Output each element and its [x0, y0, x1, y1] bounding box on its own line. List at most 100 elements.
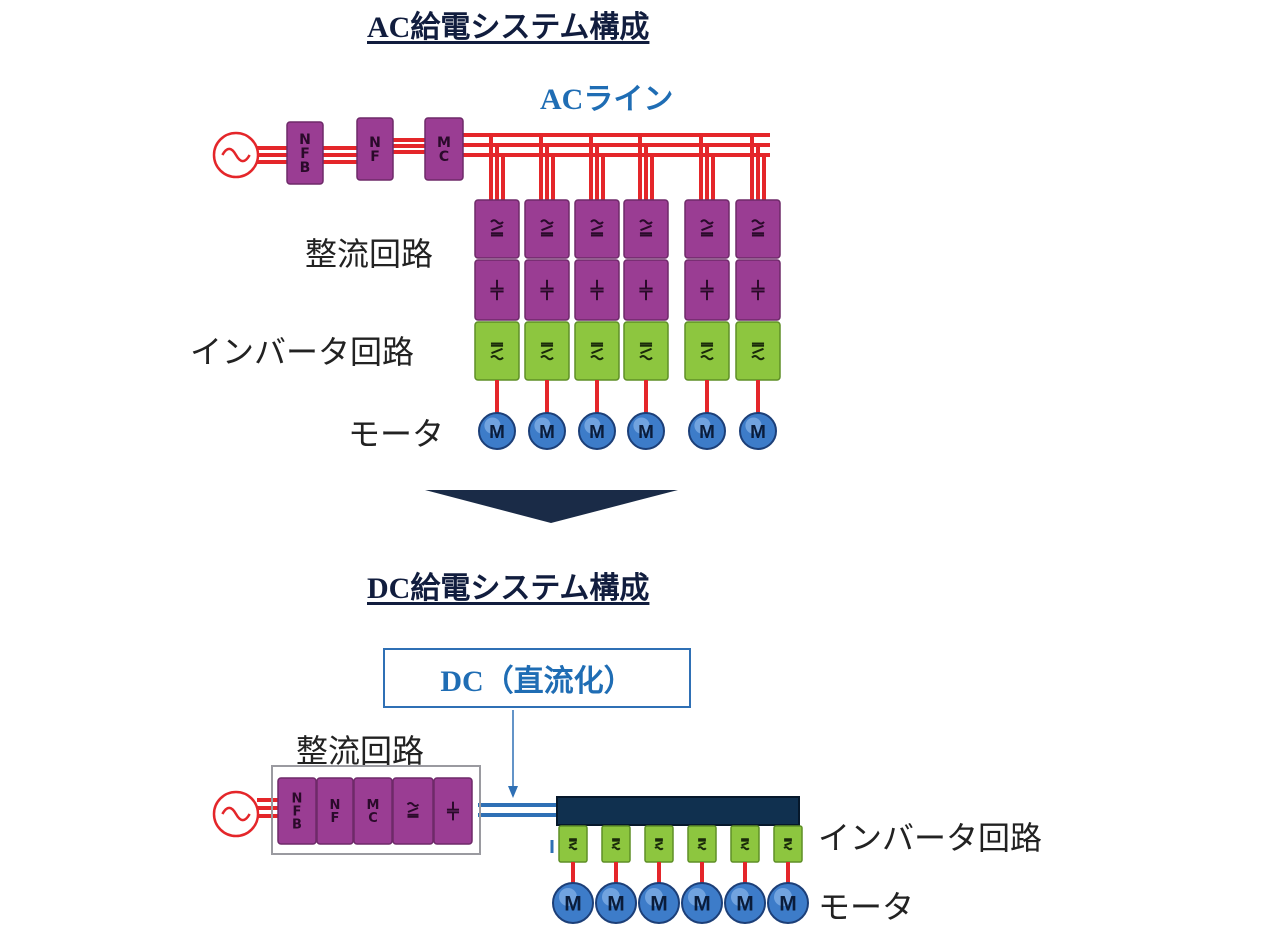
conversion-slash-icon — [655, 841, 663, 847]
dc-motor-6: M — [767, 882, 809, 924]
ac-wave-icon — [540, 354, 554, 361]
dc-motor-5: M — [724, 882, 766, 924]
ac-power-source-icon — [212, 131, 260, 179]
dc-unit-2 — [601, 825, 631, 885]
dc-bus-bar — [556, 796, 800, 826]
conversion-slash-icon — [752, 347, 764, 355]
conversion-slash-icon — [640, 224, 652, 232]
dc-rectifier-module — [392, 777, 434, 845]
ac-wave-icon — [590, 354, 604, 361]
ac-nfb-module-box — [286, 121, 324, 185]
motor-highlight — [484, 417, 501, 434]
module-letter: C — [439, 149, 449, 165]
ac-nf-module: NF — [356, 117, 394, 181]
motor-symbol: M — [693, 893, 711, 916]
ac-wave-icon — [740, 846, 750, 851]
conversion-slash-icon — [701, 224, 713, 232]
ac-line-label: ACライン — [540, 83, 674, 116]
callout-arrowhead-icon — [508, 786, 518, 798]
dc-rectifier-enclosure — [271, 765, 481, 855]
capacitor-box — [524, 259, 570, 321]
ac-nf-module-box — [356, 117, 394, 181]
ac-unit-3 — [574, 199, 620, 413]
ac-rectifier-label: 整流回路 — [305, 235, 434, 273]
module-letter: B — [292, 818, 302, 833]
ac-motor-2: M — [528, 412, 566, 450]
conversion-slash-icon — [569, 841, 577, 847]
motor-highlight — [633, 417, 650, 434]
ac-nfb-module: NFB — [286, 121, 324, 185]
motor-highlight — [645, 888, 663, 906]
module-letter: F — [300, 146, 310, 162]
ac-wave-icon — [639, 219, 653, 225]
dc-unit-4 — [687, 825, 717, 885]
ac-wave-icon — [654, 846, 664, 851]
dc-callout-text: DC（直流化） — [440, 665, 634, 698]
ac-unit-4 — [623, 199, 669, 413]
dc-module-mc-box — [353, 777, 393, 845]
transition-arrow-icon — [425, 490, 678, 523]
ac-wave-icon — [751, 219, 765, 225]
motor-symbol: M — [638, 422, 654, 443]
ac-wave-icon — [700, 219, 714, 225]
module-letter: F — [331, 811, 340, 826]
dc-unit-6 — [773, 825, 803, 885]
capacitor-box — [684, 259, 730, 321]
ac-wave-icon — [639, 354, 653, 361]
module-letter: M — [437, 135, 451, 151]
ac-wave-icon — [700, 354, 714, 361]
module-letter: N — [299, 132, 311, 148]
dc-rectifier-label: 整流回路 — [296, 732, 425, 770]
module-letter: N — [292, 792, 303, 807]
dc-motor-1: M — [552, 882, 594, 924]
ac-wave-icon — [590, 219, 604, 225]
sine-wave-icon — [221, 806, 251, 822]
conversion-slash-icon — [541, 224, 553, 232]
dc-callout-box: DC（直流化） — [383, 648, 691, 708]
conversion-slash-icon — [591, 224, 603, 232]
ac-motor-3: M — [578, 412, 616, 450]
ac-mc-module-box — [424, 117, 464, 181]
motor-symbol: M — [736, 893, 754, 916]
ac-unit-6 — [735, 199, 781, 413]
ac-wave-icon — [540, 219, 554, 225]
dc-motor-4: M — [681, 882, 723, 924]
motor-symbol: M — [699, 422, 715, 443]
capacitor-box — [623, 259, 669, 321]
ac-inverter-label: インバータ回路 — [190, 333, 415, 371]
motor-highlight — [559, 888, 577, 906]
motor-symbol: M — [607, 893, 625, 916]
ac-unit-5 — [684, 199, 730, 413]
dc-module-nf-box — [316, 777, 354, 845]
module-letter: C — [368, 811, 378, 826]
ac-wave-icon — [406, 802, 420, 807]
dc-motor-label: モータ — [818, 888, 915, 926]
conversion-slash-icon — [612, 841, 620, 847]
ac-wave-icon — [783, 846, 793, 851]
ac-motor-4: M — [627, 412, 665, 450]
motor-highlight — [731, 888, 749, 906]
motor-symbol: M — [489, 422, 505, 443]
dc-unit-5 — [730, 825, 760, 885]
dc-inverter-label: インバータ回路 — [818, 819, 1043, 857]
dc-rectifier-block — [392, 777, 473, 845]
ac-motor-6: M — [739, 412, 777, 450]
motor-symbol: M — [564, 893, 582, 916]
ac-wave-icon — [697, 846, 707, 851]
conversion-slash-icon — [698, 841, 706, 847]
module-letter: F — [370, 149, 380, 165]
conversion-slash-icon — [541, 347, 553, 355]
ac-wave-icon — [611, 846, 621, 851]
ac-motor-5: M — [688, 412, 726, 450]
motor-symbol: M — [650, 893, 668, 916]
motor-highlight — [584, 417, 601, 434]
ac-wave-icon — [490, 219, 504, 225]
ac-unit-1 — [474, 199, 520, 413]
motor-symbol: M — [589, 422, 605, 443]
motor-highlight — [602, 888, 620, 906]
motor-symbol: M — [539, 422, 555, 443]
sine-wave-icon — [221, 147, 251, 163]
ac-unit-2 — [524, 199, 570, 413]
conversion-slash-icon — [784, 841, 792, 847]
